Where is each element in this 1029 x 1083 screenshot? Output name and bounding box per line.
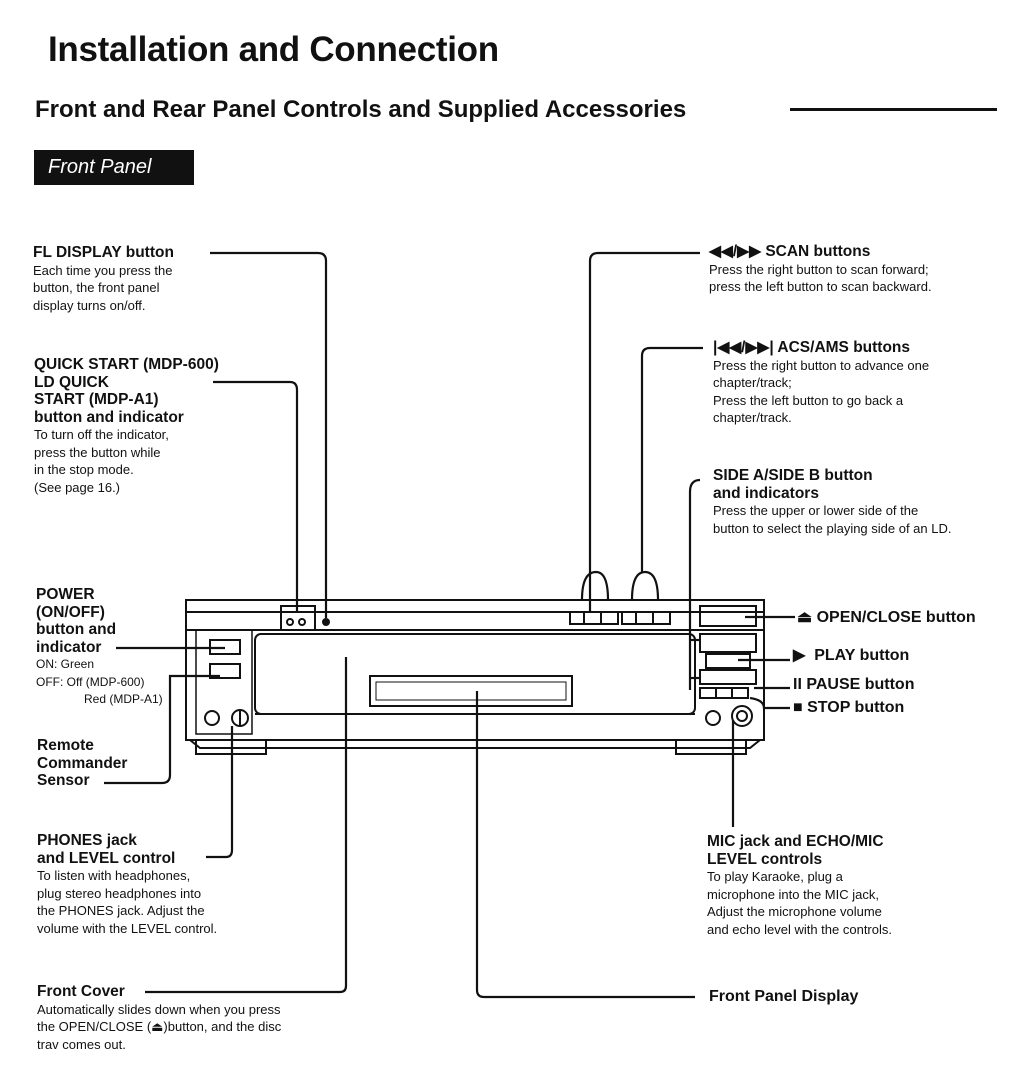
eject-icon: ⏏ [797, 609, 813, 626]
callout-open-close: ⏏ OPEN/CLOSE button [797, 607, 976, 627]
callout-play: ▶ PLAY button [793, 645, 909, 665]
power-title: POWER (ON/OFF) button and indicator [36, 586, 117, 656]
phones-jack-shape [204, 710, 220, 726]
acs-ams-desc: Press the right button to advance one ch… [713, 357, 930, 426]
play-icon: ▶ [793, 647, 806, 664]
callout-stop: ■ STOP button [793, 699, 904, 717]
play-title: PLAY button [814, 647, 910, 664]
section-title: Front and Rear Panel Controls and Suppli… [35, 96, 687, 123]
side-ab-title: SIDE A/SIDE B button and indicators [713, 467, 873, 502]
front-panel-display-window [369, 675, 573, 707]
callout-mic: MIC jack and ECHO/MIC LEVEL controls To … [707, 833, 1007, 938]
callout-power: POWER (ON/OFF) button and indicator ON: … [36, 586, 186, 709]
remote-sensor-shape [209, 663, 241, 679]
acs-ams-symbol-icon: |◀◀/▶▶| [713, 339, 774, 356]
phones-desc: To listen with headphones, plug stereo h… [37, 868, 218, 936]
callout-pause: II PAUSE button [793, 676, 914, 694]
quick-start-desc: To turn off the indicator, press the but… [34, 427, 169, 495]
pause-title: PAUSE button [806, 676, 915, 693]
fl-display-title: FL DISPLAY button [33, 244, 174, 261]
front-cover-desc: Automatically slides down when you press… [37, 1001, 282, 1052]
mic-desc: To play Karaoke, plug a microphone into … [707, 869, 892, 937]
mic-title: MIC jack and ECHO/MIC LEVEL controls [707, 833, 884, 868]
pause-stop-buttons-shape [699, 687, 749, 699]
callout-remote-sensor: Remote Commander Sensor [37, 737, 167, 790]
front-panel-tab: Front Panel [34, 150, 194, 185]
callout-quick-start: QUICK START (MDP-600) LD QUICK START (MD… [34, 356, 264, 496]
fl-display-desc: Each time you press the button, the fron… [33, 262, 173, 313]
front-cover-panel [254, 633, 696, 715]
quick-start-title: QUICK START (MDP-600) LD QUICK START (MD… [34, 356, 219, 426]
callout-side-ab: SIDE A/SIDE B button and indicators Pres… [713, 467, 1013, 537]
section-title-rule [790, 108, 997, 111]
scan-title: SCAN buttons [765, 243, 871, 260]
callout-phones: PHONES jack and LEVEL control To listen … [37, 832, 277, 937]
phones-title: PHONES jack and LEVEL control [37, 832, 176, 867]
scan-desc: Press the right button to scan forward; … [709, 261, 932, 295]
callout-acs-ams: |◀◀/▶▶| ACS/AMS buttons Press the right … [713, 339, 1013, 427]
scan-symbol-icon: ◀◀/▶▶ [709, 243, 761, 260]
side-ab-desc: Press the upper or lower side of the but… [713, 503, 952, 536]
page-title: Installation and Connection [48, 30, 499, 69]
callout-fl-display: FL DISPLAY button Each time you press th… [33, 244, 223, 314]
power-desc-off: OFF: Off (MDP-600) [36, 674, 145, 689]
callout-scan: ◀◀/▶▶ SCAN buttons Press the right butto… [709, 243, 1009, 296]
power-desc-on: ON: Green [36, 657, 95, 671]
acs-ams-title: ACS/AMS buttons [777, 339, 911, 356]
remote-sensor-title: Remote Commander Sensor [37, 737, 128, 789]
stop-icon: ■ [793, 699, 803, 716]
pause-icon: II [793, 676, 802, 693]
right-foot [675, 739, 747, 755]
callout-front-cover: Front Cover Automatically slides down wh… [37, 983, 357, 1053]
power-desc-red: Red (MDP-A1) [84, 692, 163, 706]
stop-title: STOP button [807, 699, 905, 716]
front-display-title: Front Panel Display [709, 988, 859, 1005]
mic-jack-shape [705, 710, 721, 726]
echo-mic-knob-shape [731, 705, 753, 727]
open-close-title: OPEN/CLOSE button [816, 609, 976, 626]
front-cover-title: Front Cover [37, 983, 125, 1000]
callout-front-panel-display: Front Panel Display [709, 988, 858, 1006]
player-body [185, 599, 765, 741]
